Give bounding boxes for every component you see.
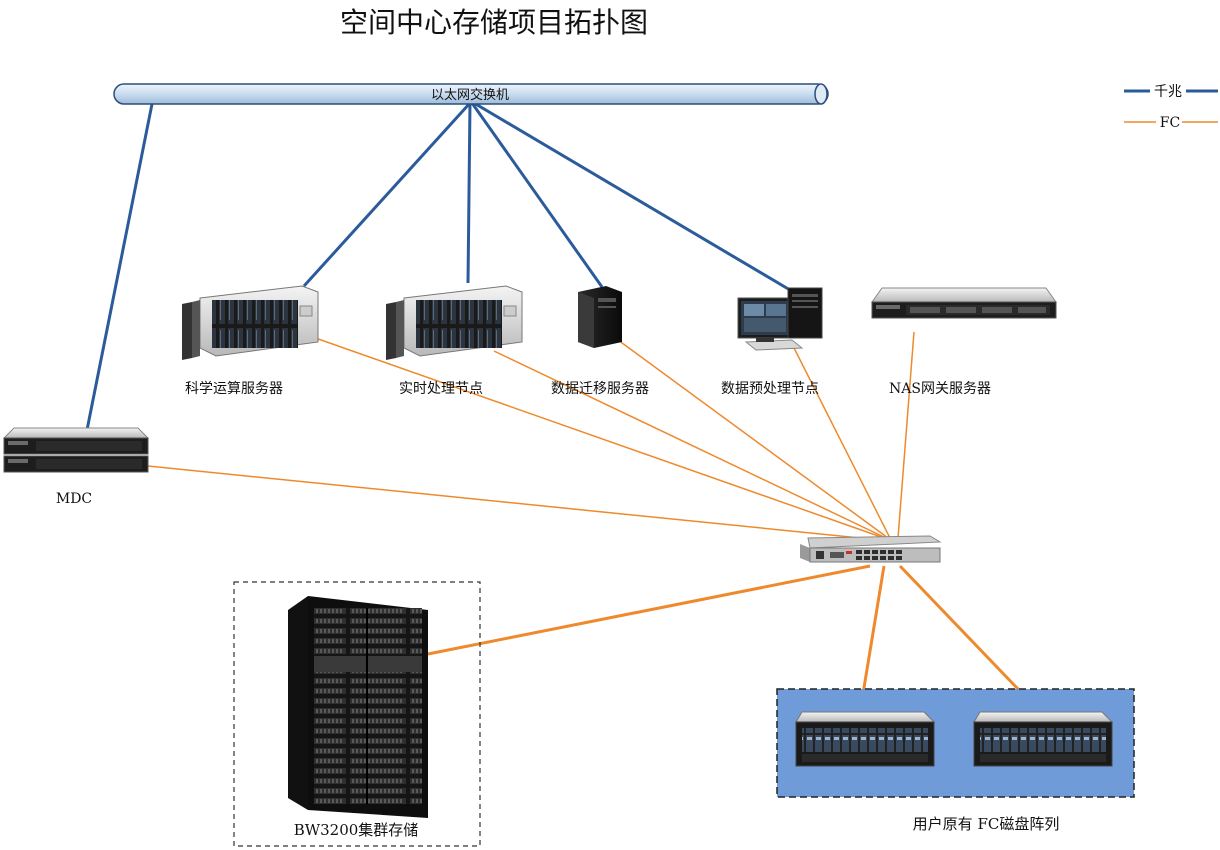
link-fc-array-2 (898, 564, 1042, 714)
legend-gigabit-label: 千兆 (1154, 84, 1182, 100)
node-label-nas-gateway: NAS网关服务器 (889, 381, 991, 397)
storage-rack-icon (288, 596, 428, 818)
legend-fc-label: FC (1160, 115, 1180, 131)
fc-switch-icon (800, 535, 942, 563)
node-label-sci-server: 科学运算服务器 (185, 381, 283, 397)
link-fc-mdc (147, 465, 881, 541)
fc-array-group: 用户原有 FC磁盘阵列 (776, 688, 1135, 833)
node-label-migration-server: 数据迁移服务器 (551, 381, 649, 397)
switch-pipe (113, 83, 829, 105)
switch-label: 以太网交换机 (431, 87, 509, 103)
link-fc-nas (897, 331, 915, 539)
workstation-icon (737, 287, 823, 351)
switch-pipe-end (814, 83, 828, 105)
rack-server-icon (871, 287, 1057, 319)
blade-server-icon (386, 285, 523, 360)
legend: 千兆 FC (1124, 84, 1218, 131)
ethernet-switch: 以太网交换机 (113, 83, 829, 105)
node-label-realtime-node: 实时处理节点 (399, 381, 483, 397)
gigabit-links (85, 101, 791, 431)
link-fc-realtime (493, 350, 887, 539)
link-gig-migration (470, 102, 604, 288)
link-fc-migration (617, 339, 889, 539)
link-gig-mdc (85, 103, 154, 431)
node-label-fc-array: 用户原有 FC磁盘阵列 (913, 815, 1060, 833)
mdc-server-icon (2, 427, 150, 473)
tower-server-icon (578, 286, 622, 348)
link-fc-sci (303, 333, 885, 539)
fc-links (147, 331, 1042, 714)
node-label-bw3200: BW3200集群存储 (294, 821, 419, 839)
blade-server-icon (182, 285, 319, 360)
diagram-title: 空间中心存储项目拓扑图 (340, 6, 648, 39)
bw3200-dashed-border (233, 581, 481, 847)
link-fc-bw3200 (427, 564, 871, 656)
link-fc-array-1 (858, 565, 886, 713)
link-gig-preprocess (473, 101, 791, 292)
disk-array-icon (795, 711, 936, 767)
link-fc-preprocess (791, 343, 891, 539)
node-label-mdc: MDC (56, 491, 92, 507)
disk-array-icon (973, 711, 1114, 767)
bw3200-storage-group: BW3200集群存储 (233, 581, 481, 847)
node-label-preprocess-node: 数据预处理节点 (721, 381, 819, 397)
link-gig-sci (302, 101, 472, 288)
link-gig-realtime (466, 102, 472, 284)
